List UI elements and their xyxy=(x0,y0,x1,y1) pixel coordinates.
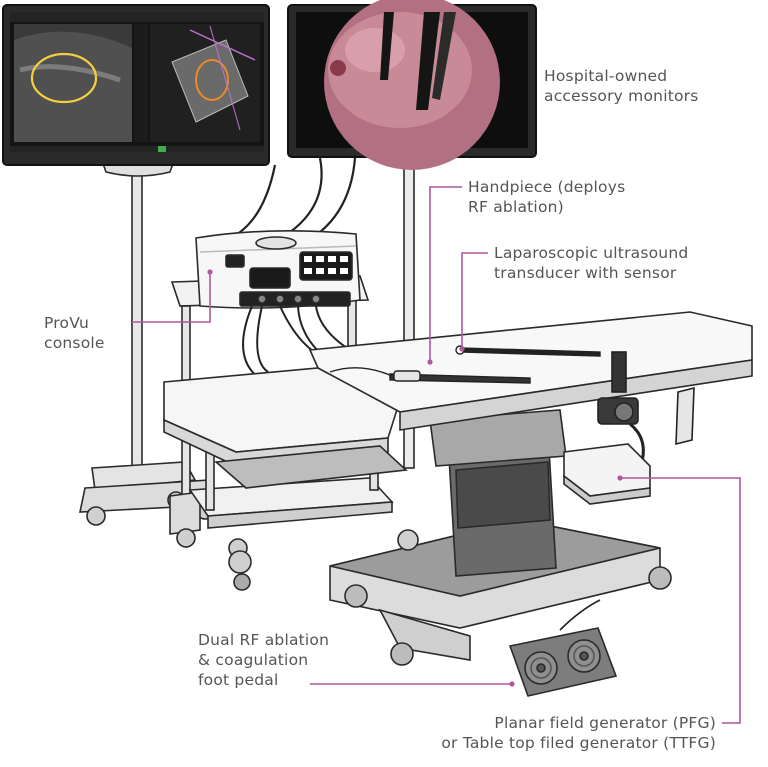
console-label-line-1: ProVu xyxy=(44,314,89,332)
table-rail-fixture xyxy=(597,351,695,469)
right-monitor xyxy=(287,0,537,170)
generator-label: Planar field generator (PFG) or Table to… xyxy=(441,713,716,753)
console-leader-dot xyxy=(207,269,213,275)
console-label: ProVu console xyxy=(44,313,105,353)
transducer-label: Laparoscopic ultrasound transducer with … xyxy=(494,243,688,283)
handpiece-label-line-2: RF ablation) xyxy=(468,198,564,216)
console-leader xyxy=(132,274,211,323)
provu-console xyxy=(195,230,361,309)
transducer-leader-dot xyxy=(459,346,465,352)
generator-leader-dot xyxy=(617,475,623,481)
console-label-line-2: console xyxy=(44,334,105,352)
monitors-label-line-2: accessory monitors xyxy=(544,87,699,105)
generator-leader xyxy=(620,477,741,724)
foot-pedal xyxy=(508,599,618,697)
monitors-label: Hospital-owned accessory monitors xyxy=(544,66,699,106)
handpiece-leader xyxy=(429,186,462,360)
ultrasound-transducer xyxy=(329,367,531,384)
pedal-label-line-1: Dual RF ablation xyxy=(198,631,330,649)
handpiece-leader-dot xyxy=(427,359,433,365)
monitors-label-line-1: Hospital-owned xyxy=(544,67,668,85)
pedal-label-line-3: foot pedal xyxy=(198,671,279,689)
pedal-label-line-2: & coagulation xyxy=(198,651,309,669)
generator-label-line-1: Planar field generator (PFG) xyxy=(494,714,716,732)
left-monitor xyxy=(2,4,270,166)
table-top xyxy=(163,311,753,489)
surgical-table-base xyxy=(329,409,672,666)
transducer-label-line-2: transducer with sensor xyxy=(494,264,677,282)
handpiece-label-line-1: Handpiece (deploys xyxy=(468,178,626,196)
transducer-leader xyxy=(461,252,488,348)
transducer-label-line-1: Laparoscopic ultrasound xyxy=(494,244,689,262)
field-generator-box xyxy=(563,443,651,505)
pedal-leader-dot xyxy=(509,681,515,687)
pedal-label: Dual RF ablation & coagulation foot peda… xyxy=(198,630,329,690)
table-footrest xyxy=(188,439,419,591)
handpiece-label: Handpiece (deploys RF ablation) xyxy=(468,177,625,217)
leader-lines xyxy=(132,186,741,724)
generator-label-line-2: or Table top filed generator (TTFG) xyxy=(441,734,716,752)
